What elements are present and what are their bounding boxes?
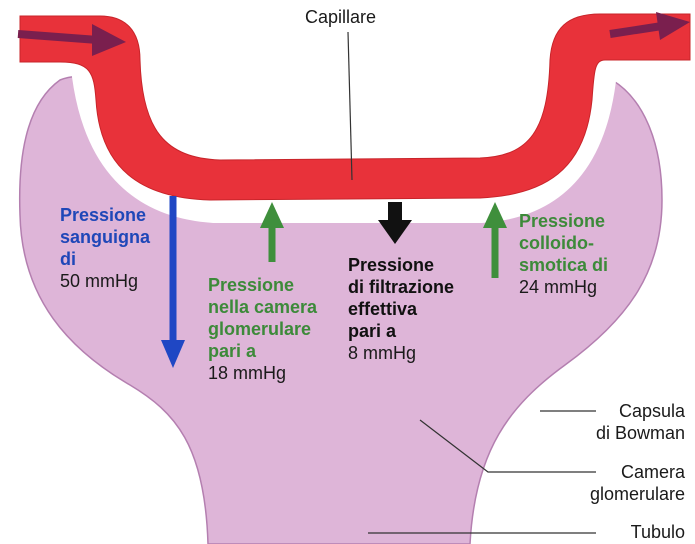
filtration-pressure-label: Pressione di filtrazione effettiva pari … bbox=[348, 254, 454, 364]
chamber-pressure-line: pari a bbox=[208, 340, 317, 362]
filtration-pressure-line: Pressione bbox=[348, 254, 454, 276]
camera-glomerulare-line: glomerulare bbox=[590, 483, 685, 505]
camera-glomerulare-line: Camera bbox=[590, 461, 685, 483]
tubulo-label: Tubulo bbox=[631, 521, 685, 543]
blood-pressure-line: sanguigna bbox=[60, 226, 150, 248]
colloid-pressure-line: colloido- bbox=[519, 232, 608, 254]
capillare-leader bbox=[348, 32, 352, 180]
filtration-pressure-value: 8 mmHg bbox=[348, 342, 454, 364]
colloid-pressure-line: Pressione bbox=[519, 210, 608, 232]
capsula-bowman-line: di Bowman bbox=[596, 422, 685, 444]
filtration-pressure-line: effettiva bbox=[348, 298, 454, 320]
chamber-pressure-value: 18 mmHg bbox=[208, 362, 317, 384]
blood-pressure-line: di bbox=[60, 248, 150, 270]
chamber-pressure-line: nella camera bbox=[208, 296, 317, 318]
blood-pressure-label: Pressione sanguigna di 50 mmHg bbox=[60, 204, 150, 292]
colloid-pressure-label: Pressione colloido- smotica di 24 mmHg bbox=[519, 210, 608, 298]
capsula-bowman-label: Capsula di Bowman bbox=[596, 400, 685, 444]
chamber-pressure-line: glomerulare bbox=[208, 318, 317, 340]
camera-glomerulare-label: Camera glomerulare bbox=[590, 461, 685, 505]
blood-pressure-value: 50 mmHg bbox=[60, 270, 150, 292]
blood-pressure-line: Pressione bbox=[60, 204, 150, 226]
colloid-pressure-line: smotica di bbox=[519, 254, 608, 276]
capsula-bowman-line: Capsula bbox=[596, 400, 685, 422]
filtration-pressure-line: di filtrazione bbox=[348, 276, 454, 298]
capillare-label: Capillare bbox=[305, 6, 376, 28]
colloid-pressure-value: 24 mmHg bbox=[519, 276, 608, 298]
chamber-pressure-label: Pressione nella camera glomerulare pari … bbox=[208, 274, 317, 384]
filtration-pressure-line: pari a bbox=[348, 320, 454, 342]
chamber-pressure-line: Pressione bbox=[208, 274, 317, 296]
